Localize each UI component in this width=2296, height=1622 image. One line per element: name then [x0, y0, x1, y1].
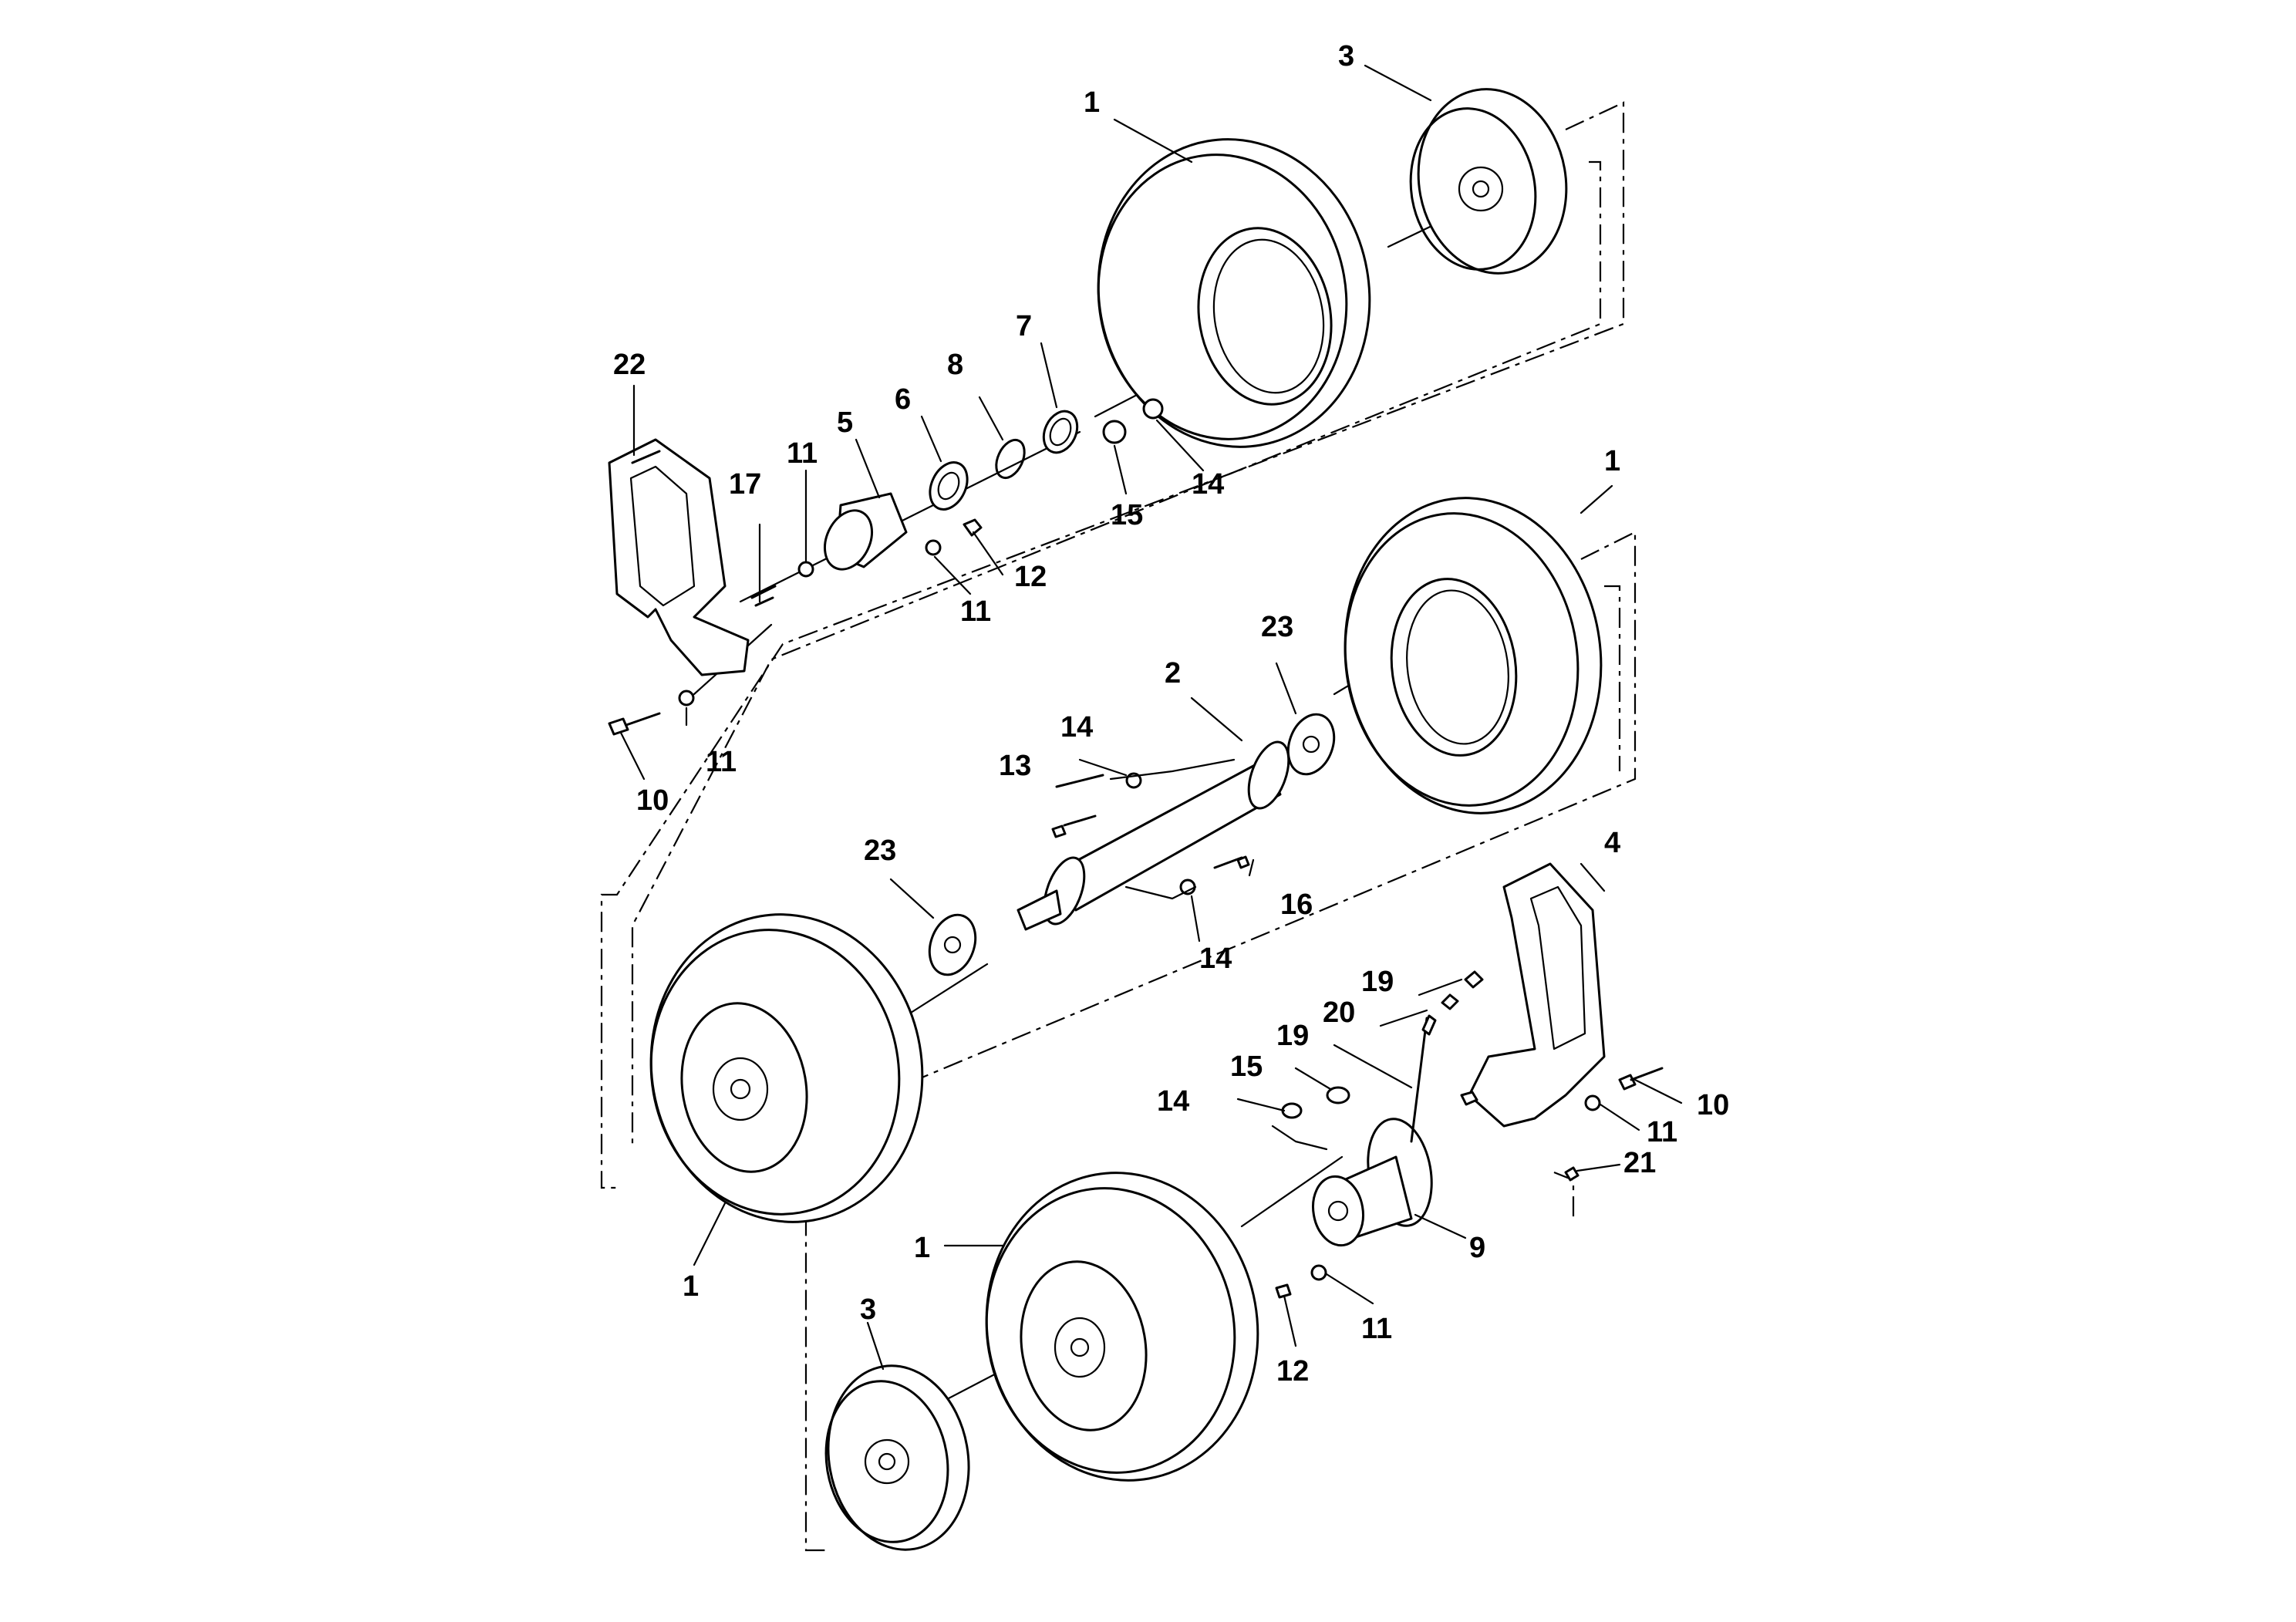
callout-washer-11-b: 11	[960, 595, 991, 628]
callout-bolt-17: 17	[729, 468, 761, 501]
bracket-right	[1468, 862, 1664, 1128]
callout-washer-14-mid: 14	[1060, 711, 1093, 744]
phantom-lines	[600, 101, 1637, 1552]
callout-washer-14-top: 14	[1192, 468, 1224, 501]
callout-wheel-bottom: 1	[914, 1232, 930, 1264]
callout-line-20: 20	[1323, 996, 1355, 1029]
callout-plate-23-left: 23	[864, 835, 896, 867]
callout-washer-14-hub: 14	[1157, 1085, 1189, 1118]
callout-bolt-16: 16	[1280, 889, 1313, 921]
callout-bolt-13: 13	[999, 750, 1031, 782]
callout-nut-15-top: 15	[1111, 499, 1143, 531]
callout-nut-12-top: 12	[1014, 561, 1047, 593]
callout-seal-7: 7	[1016, 310, 1032, 342]
callout-bracket-right: 4	[1604, 827, 1620, 859]
bolt-10-left	[608, 690, 695, 736]
callout-nut-12-hub: 12	[1276, 1355, 1309, 1388]
callout-ring-8: 8	[947, 349, 963, 381]
callout-plate-23-right: 23	[1261, 611, 1293, 643]
callout-washer-11-hub: 11	[1361, 1313, 1392, 1345]
callout-housing-5: 5	[837, 406, 853, 439]
drive-hub	[1271, 970, 1580, 1299]
callout-bearing-6: 6	[895, 383, 911, 416]
top-axle-parts	[750, 398, 1164, 607]
callout-fitting-19-b: 19	[1276, 1020, 1309, 1052]
wheel-bottom	[985, 1172, 1259, 1482]
callout-wheel-middle-right: 1	[1604, 445, 1620, 477]
axle-assembly	[928, 713, 1336, 976]
callout-washer-11-c: 11	[706, 746, 737, 778]
callout-axle-2: 2	[1165, 657, 1181, 690]
bracket-left	[608, 438, 750, 676]
wheel-middle-left	[649, 913, 924, 1223]
wheel-top	[1097, 138, 1371, 448]
rim-bottom	[824, 1364, 970, 1551]
callout-hub-9: 9	[1469, 1232, 1485, 1264]
callout-labels: 1 3 22 11 17 5 6 8 7 15 14 12 11 10 11 1…	[613, 40, 1729, 1388]
wheel-middle-right	[1344, 497, 1603, 814]
leader-lines	[619, 64, 1683, 1371]
callout-washer-11-right: 11	[1647, 1116, 1677, 1148]
callout-washer-14-low: 14	[1199, 943, 1232, 975]
callout-washer-11-a: 11	[787, 437, 818, 470]
callout-rim-top: 3	[1338, 40, 1354, 73]
callout-wheel-top: 1	[1084, 86, 1100, 119]
callout-wheel-middle-left: 1	[683, 1270, 699, 1303]
callout-bolt-10-right: 10	[1697, 1089, 1729, 1121]
rim-top	[1409, 88, 1568, 275]
callout-rim-bottom: 3	[860, 1293, 876, 1326]
callout-bracket-left: 22	[613, 349, 646, 381]
callout-nut-15-low: 15	[1230, 1050, 1263, 1083]
callout-fitting-19-a: 19	[1361, 966, 1394, 998]
callout-bolt-10-left: 10	[636, 784, 669, 817]
callout-fitting-21: 21	[1623, 1147, 1656, 1179]
